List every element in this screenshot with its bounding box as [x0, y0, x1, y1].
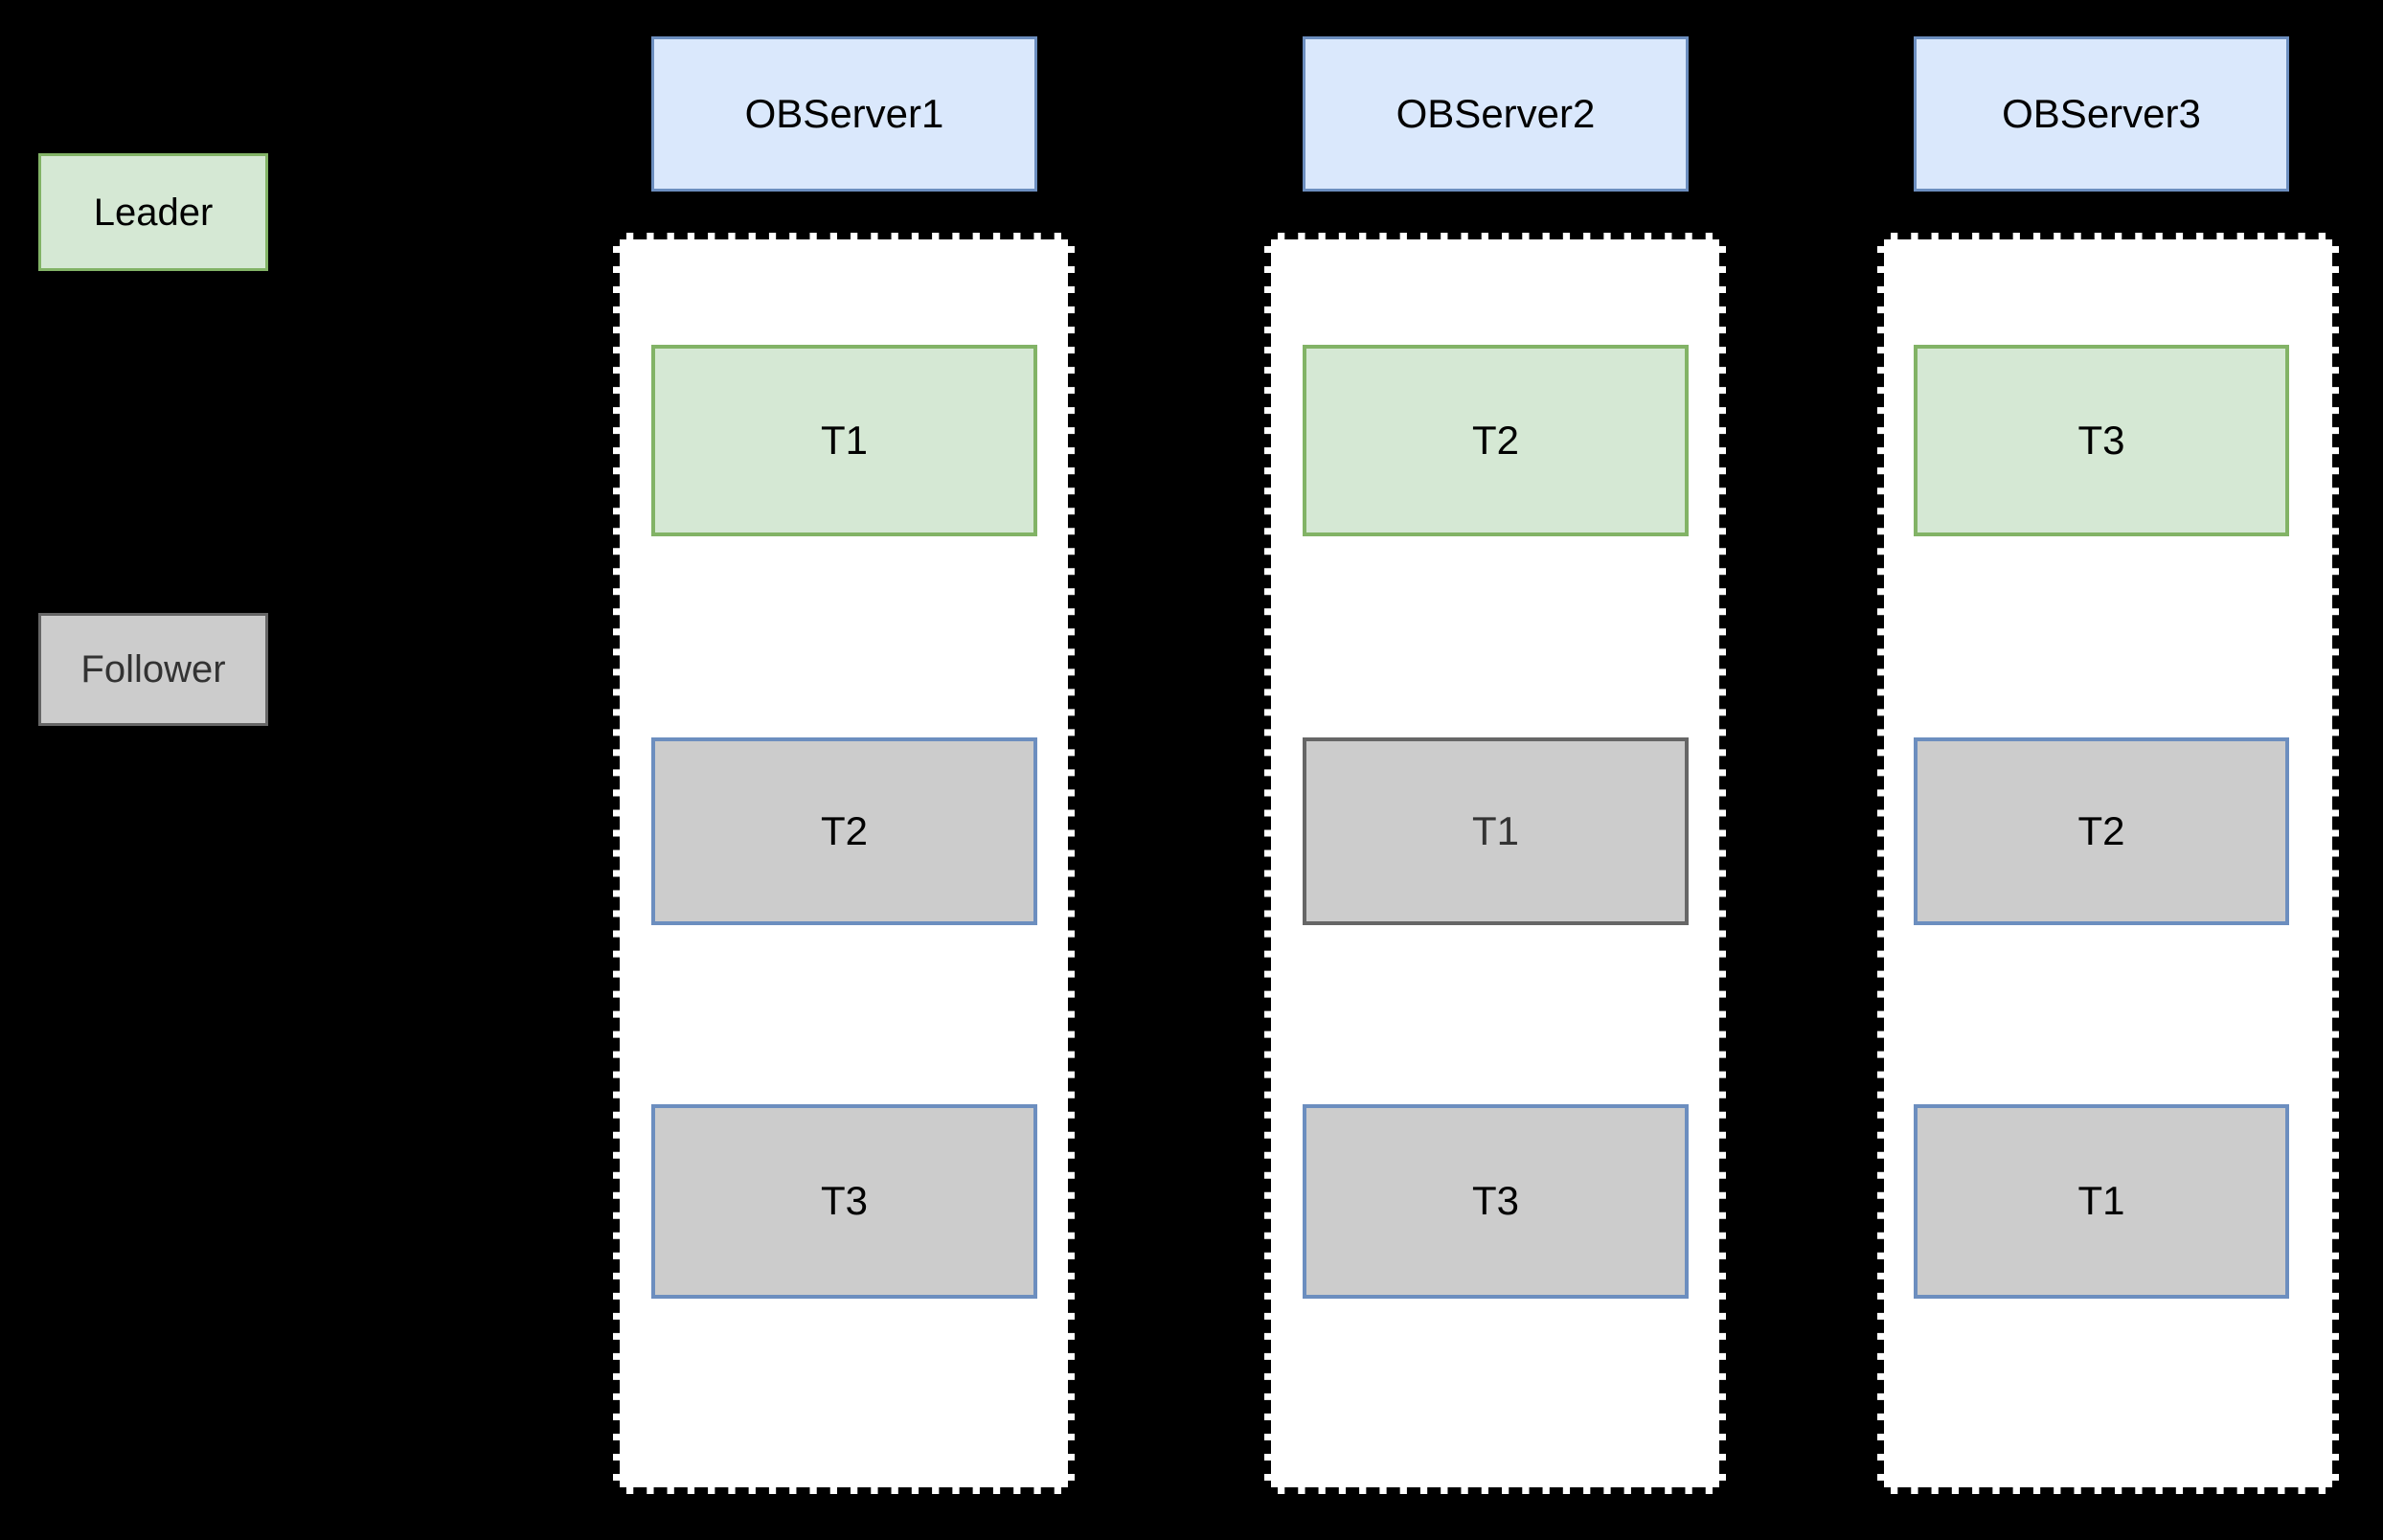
server-header-observer2: OBServer2 [1303, 36, 1689, 192]
replica-observer3-slot1: T3 [1914, 345, 2289, 536]
legend-item-follower: Follower [38, 613, 268, 726]
legend-item-leader: Leader [38, 153, 268, 271]
replica-observer1-slot3: T3 [651, 1104, 1037, 1299]
replica-observer2-slot1: T2 [1303, 345, 1689, 536]
replica-observer1-slot2: T2 [651, 737, 1037, 925]
server-header-observer3: OBServer3 [1914, 36, 2289, 192]
replica-observer3-slot2: T2 [1914, 737, 2289, 925]
replica-observer1-slot1: T1 [651, 345, 1037, 536]
replica-observer3-slot3: T1 [1914, 1104, 2289, 1299]
replica-observer2-slot3: T3 [1303, 1104, 1689, 1299]
replica-observer2-slot2: T1 [1303, 737, 1689, 925]
server-header-observer1: OBServer1 [651, 36, 1037, 192]
